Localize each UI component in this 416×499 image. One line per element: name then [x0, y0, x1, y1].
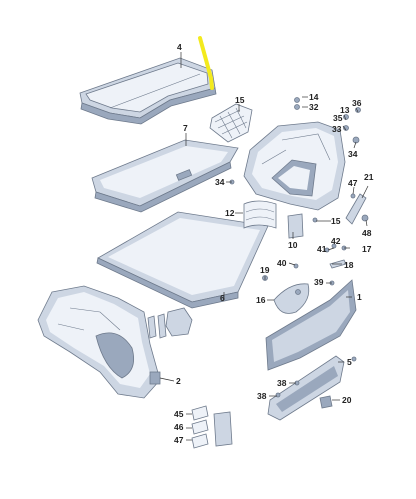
callout-32: 32	[309, 102, 319, 112]
callout-33: 33	[332, 124, 342, 134]
callout-14: 14	[309, 92, 319, 102]
callout-5: 5	[347, 357, 352, 367]
callout-34-right: 34	[348, 149, 358, 159]
hardware-clips	[229, 97, 369, 398]
callout-47-upper: 47	[348, 178, 358, 188]
callout-39: 39	[314, 277, 324, 287]
side-trim-right[interactable]	[243, 121, 346, 211]
grille-pieces-part-45-46-47[interactable]	[191, 405, 233, 449]
pad-part-10[interactable]	[287, 213, 304, 239]
callout-47-lower: 47	[174, 435, 184, 445]
floor-carpet-part-6[interactable]	[96, 211, 269, 309]
callout-1: 1	[357, 292, 362, 302]
callout-21: 21	[364, 172, 374, 182]
callout-19: 19	[260, 265, 270, 275]
callout-36: 36	[352, 98, 362, 108]
callout-42: 42	[331, 236, 341, 246]
callout-20: 20	[342, 395, 352, 405]
callout-4: 4	[177, 42, 182, 52]
callout-18: 18	[344, 260, 354, 270]
callout-17: 17	[362, 244, 372, 254]
callout-10: 10	[288, 240, 298, 250]
leader-lines	[159, 52, 369, 441]
callout-40: 40	[277, 258, 287, 268]
callout-38-lower: 38	[257, 391, 267, 401]
callout-15: 15	[235, 95, 245, 105]
callout-2: 2	[176, 376, 181, 386]
callout-48: 48	[362, 228, 372, 238]
callout-15-mid: 15	[331, 216, 341, 226]
luggage-net-part-15[interactable]	[209, 103, 253, 143]
callout-41: 41	[317, 244, 327, 254]
callout-46: 46	[174, 422, 184, 432]
cover-piece-center[interactable]	[165, 307, 193, 337]
callout-35: 35	[333, 113, 343, 123]
callout-38-upper: 38	[277, 378, 287, 388]
heat-shield-part-12[interactable]	[243, 200, 277, 229]
sill-trim-part-5[interactable]	[267, 355, 345, 421]
cover-flap-part-16[interactable]	[273, 283, 310, 314]
floor-panel-part-7[interactable]	[91, 139, 239, 213]
side-trim-left-part-2[interactable]	[37, 285, 161, 399]
callout-labels: 4 15 7 34 12 10 14 32 13 36 35 33 34 47 …	[174, 42, 374, 445]
callout-16: 16	[256, 295, 266, 305]
small-cover-part-20[interactable]	[319, 395, 333, 409]
callout-12: 12	[225, 208, 235, 218]
trim-panel-part-1[interactable]	[265, 279, 357, 371]
callout-7: 7	[183, 123, 188, 133]
parcel-shelf-part-4[interactable]	[79, 36, 217, 125]
callout-13: 13	[340, 105, 350, 115]
bracket-part-21[interactable]	[345, 193, 367, 225]
callout-45: 45	[174, 409, 184, 419]
callout-34-left: 34	[215, 177, 225, 187]
callout-6: 6	[220, 293, 225, 303]
bracket-small-left[interactable]	[147, 313, 167, 339]
